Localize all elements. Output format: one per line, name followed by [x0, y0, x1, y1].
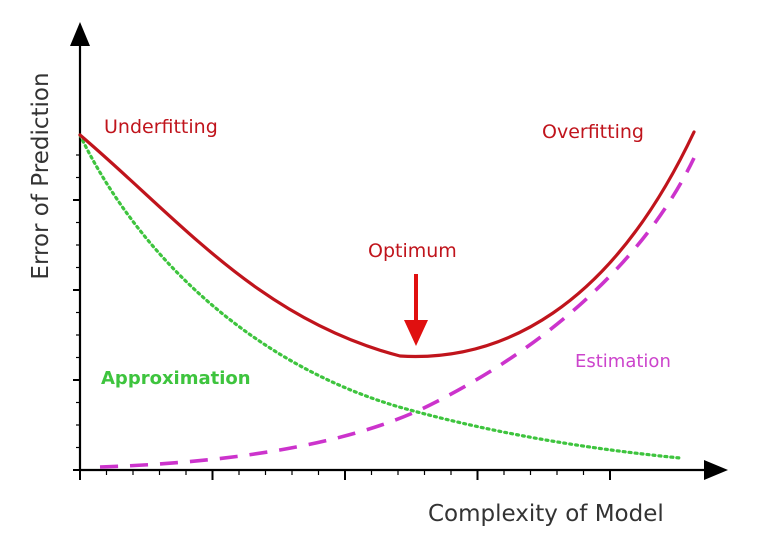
y-axis-label: Error of Prediction — [28, 72, 54, 279]
underfitting-label: Underfitting — [104, 116, 218, 138]
estimation-curve — [99, 157, 696, 469]
arrow-up-icon — [70, 22, 90, 46]
arrow-right-icon — [704, 460, 728, 480]
overfitting-label: Overfitting — [542, 121, 644, 143]
arrow-down-icon — [404, 274, 428, 346]
total-error-curve — [78, 130, 696, 359]
x-axis-ticks — [79, 470, 611, 480]
estimation-label: Estimation — [575, 351, 671, 372]
optimum-label: Optimum — [368, 240, 457, 262]
y-axis-ticks — [73, 154, 80, 471]
axes — [70, 22, 728, 480]
approximation-curve — [78, 133, 682, 460]
x-axis-label: Complexity of Model — [428, 501, 664, 527]
approximation-label: Approximation — [101, 368, 251, 389]
